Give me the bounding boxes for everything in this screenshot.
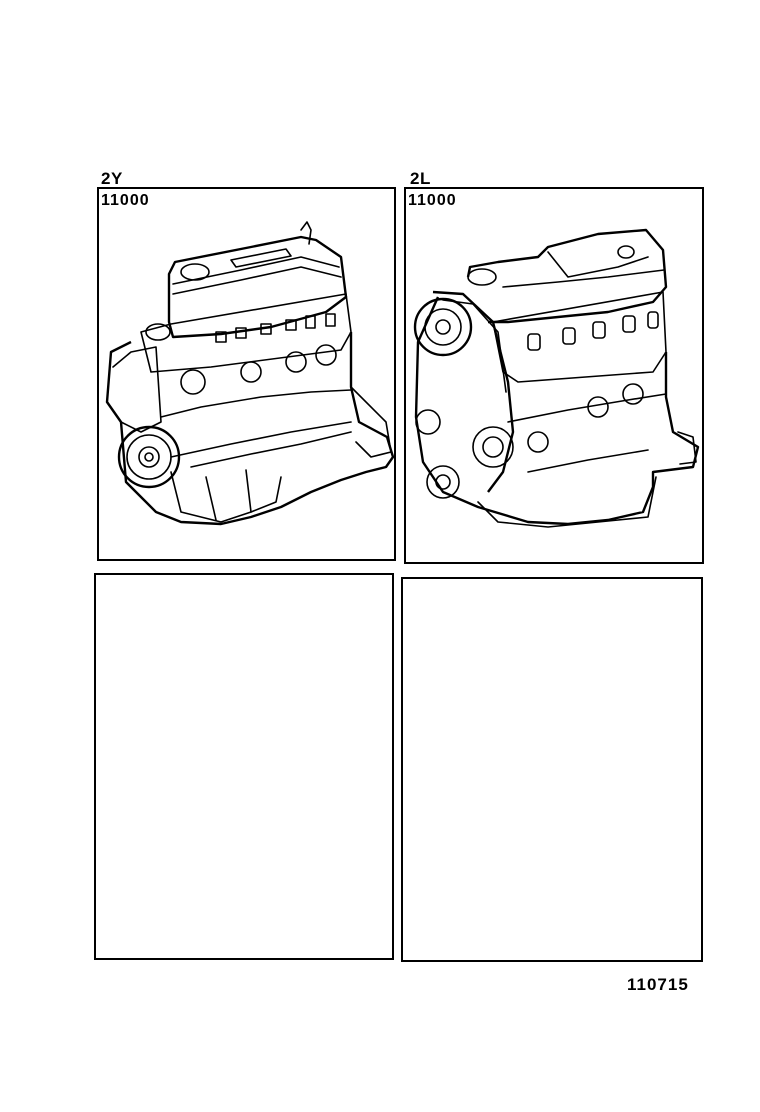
empty-parts-panel-1	[94, 573, 394, 960]
illustration-code: 110715	[627, 975, 689, 994]
part-number-2l[interactable]: 11000	[408, 192, 457, 209]
parts-panel-2l[interactable]: 11000	[404, 187, 704, 564]
empty-parts-panel-2	[401, 577, 703, 962]
engine-assembly-2l-icon[interactable]	[408, 222, 703, 547]
engine-code-label-2y: 2Y	[101, 169, 123, 188]
parts-panel-2y[interactable]: 11000	[97, 187, 396, 561]
engine-assembly-2y-icon[interactable]	[101, 221, 395, 545]
part-number-2y[interactable]: 11000	[101, 192, 150, 209]
engine-code-label-2l: 2L	[410, 169, 431, 188]
